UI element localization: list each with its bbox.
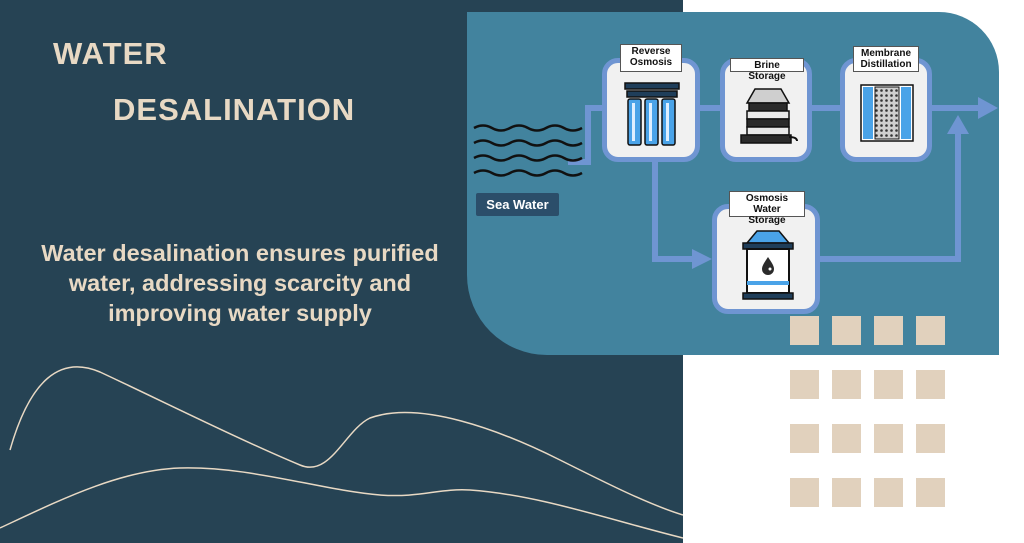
deco-square <box>790 424 819 453</box>
title-line-1: WATER <box>53 36 168 71</box>
ro-filter-icon <box>624 82 680 146</box>
deco-square <box>874 424 903 453</box>
water-tank-icon <box>742 230 794 300</box>
brine-tank-icon <box>740 88 798 144</box>
node-reverse-osmosis <box>602 58 700 162</box>
label-membrane-distillation: Membrane Distillation <box>853 46 919 72</box>
title-line-2: DESALINATION <box>113 92 356 127</box>
deco-square <box>874 478 903 507</box>
description-text: Water desalination ensures purified wate… <box>41 240 439 326</box>
deco-square <box>916 316 945 345</box>
deco-square <box>790 316 819 345</box>
label-osmosis-water-storage: Osmosis Water Storage <box>729 191 805 226</box>
membrane-icon <box>860 84 914 142</box>
deco-square <box>832 370 861 399</box>
deco-square <box>832 316 861 345</box>
deco-square <box>916 370 945 399</box>
node-brine-storage <box>720 58 812 162</box>
deco-square <box>874 370 903 399</box>
sea-water-label: Sea Water <box>476 193 559 216</box>
deco-square <box>916 424 945 453</box>
deco-square <box>790 478 819 507</box>
sea-waves-icon <box>473 124 583 177</box>
deco-square <box>832 424 861 453</box>
deco-square <box>790 370 819 399</box>
label-brine-storage: Brine Storage <box>730 58 804 82</box>
deco-square <box>832 478 861 507</box>
deco-square <box>874 316 903 345</box>
node-osmosis-water-storage <box>712 204 820 314</box>
decorative-curves <box>0 366 683 539</box>
node-membrane-distillation <box>840 58 932 162</box>
deco-square <box>916 478 945 507</box>
label-reverse-osmosis: Reverse Osmosis <box>620 44 682 72</box>
